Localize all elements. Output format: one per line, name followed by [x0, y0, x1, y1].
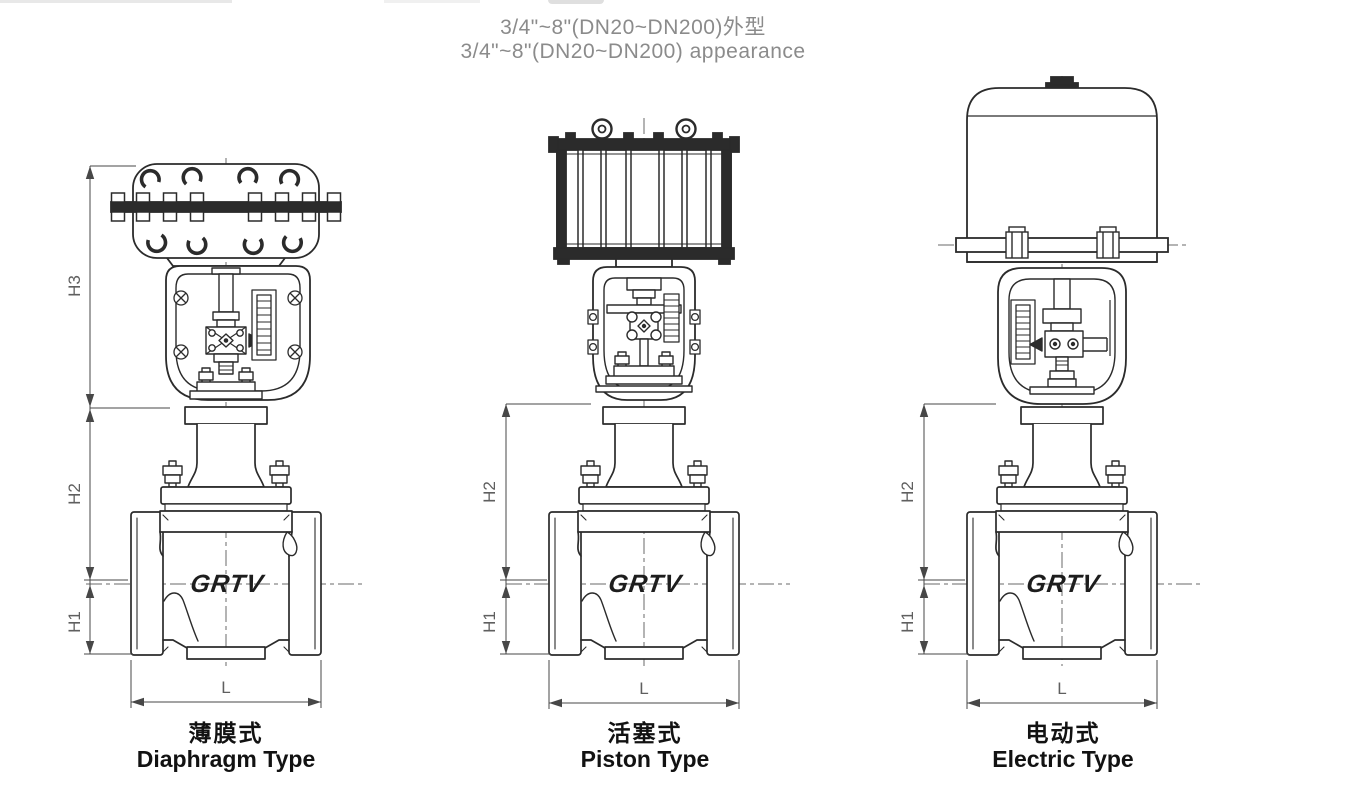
- dim-label-h2: H2: [65, 483, 84, 505]
- figure-caption-diaphragm: 薄膜式 Diaphragm Type: [66, 720, 386, 773]
- cylinder-top-plate: [553, 138, 735, 151]
- dim-label-h2: H2: [898, 481, 917, 503]
- electric-dimensions: H2 H1 L: [898, 403, 1158, 709]
- bar-clamp: [1096, 226, 1120, 259]
- figure-title: 3/4"~8"(DN20~DN200)外型 3/4"~8"(DN20~DN200…: [428, 16, 838, 64]
- diaphragm-actuator: [110, 163, 342, 267]
- dim-label-l: L: [639, 679, 648, 698]
- cylinder-bottom-plate: [553, 247, 735, 260]
- bar-clamp: [1005, 226, 1029, 259]
- yoke-corner-bolts: [173, 290, 303, 360]
- diaphragm-yoke: [165, 265, 311, 401]
- stem-mechanism: [1029, 278, 1111, 395]
- caption-en: Electric Type: [992, 746, 1134, 772]
- caption-en: Piston Type: [580, 746, 710, 772]
- travel-indicator-scale: [1010, 299, 1036, 365]
- piston-dimensions: H2 H1 L: [480, 403, 740, 709]
- mounting-bar: [955, 237, 1169, 253]
- positioner-mechanism: [189, 267, 263, 400]
- motor-housing: [966, 87, 1158, 263]
- yoke-side-bolts: [587, 309, 701, 355]
- caption-zh: 薄膜式: [188, 720, 264, 746]
- brand-logo: GRTV: [189, 570, 267, 598]
- figure-title-line1: 3/4"~8"(DN20~DN200)外型: [500, 16, 766, 39]
- stem-mechanism: [595, 277, 693, 393]
- dim-label-h3: H3: [65, 275, 84, 297]
- electric-valve-figure: GRTV H2 H1 L: [898, 76, 1200, 709]
- caption-zh: 活塞式: [607, 720, 683, 746]
- cropped-text-artifact: [548, 0, 604, 4]
- diaphragm-dimensions: H3 H2 H1 L: [65, 165, 322, 708]
- piston-valve-figure: GRTV H2 H1 L: [480, 118, 790, 709]
- figure-caption-electric: 电动式 Electric Type: [903, 720, 1223, 773]
- pointer-arrow-icon: [1029, 337, 1043, 352]
- diaphragm-flange-bar: [110, 201, 342, 213]
- electric-actuator: [955, 76, 1169, 263]
- brand-logo: GRTV: [1025, 570, 1103, 598]
- electric-yoke: [997, 267, 1127, 405]
- caption-zh: 电动式: [1025, 720, 1101, 746]
- diaphragm-valve-figure: GRTV H: [65, 158, 366, 708]
- brand-logo: GRTV: [607, 570, 685, 598]
- figure-caption-piston: 活塞式 Piston Type: [485, 720, 805, 773]
- dim-label-h1: H1: [480, 611, 499, 633]
- travel-indicator-scale: [251, 289, 277, 361]
- travel-indicator-scale: [663, 293, 680, 343]
- figure-title-line2: 3/4"~8"(DN20~DN200) appearance: [460, 40, 806, 63]
- cropped-text-artifact: [0, 0, 232, 3]
- caption-en: Diaphragm Type: [136, 746, 316, 772]
- cropped-text-artifact: [384, 0, 480, 3]
- dim-label-l: L: [221, 678, 230, 697]
- piston-yoke: [587, 266, 701, 401]
- technical-drawing-canvas: GRTV H: [65, 76, 1200, 709]
- dim-label-h2: H2: [480, 481, 499, 503]
- dim-label-h1: H1: [898, 611, 917, 633]
- dim-label-h1: H1: [65, 611, 84, 633]
- piston-actuator: [548, 118, 740, 268]
- dim-label-l: L: [1057, 679, 1066, 698]
